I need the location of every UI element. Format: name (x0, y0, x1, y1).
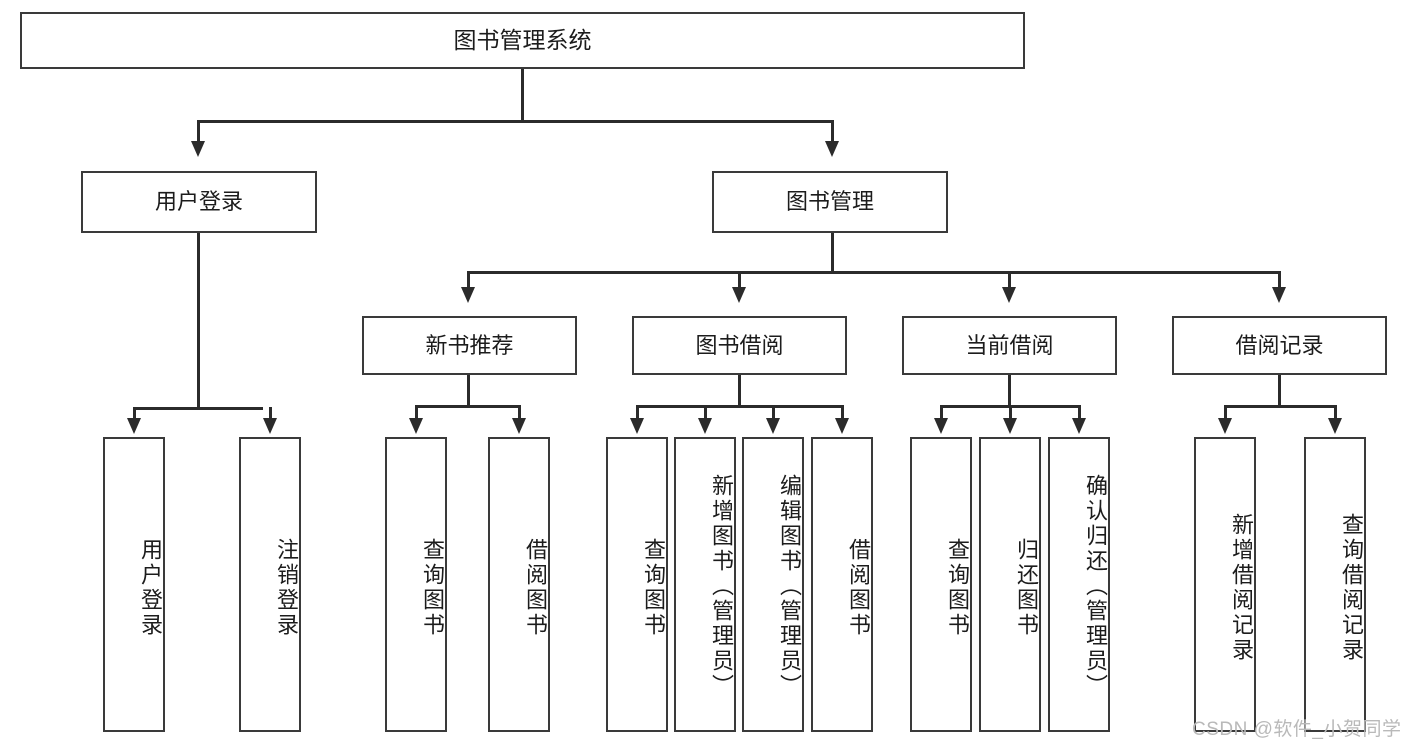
node-borrow-record[interactable]: 借阅记录 (1172, 316, 1387, 375)
connector-br-drop-2 (1334, 405, 1337, 420)
leaf-label: 借阅图书 (846, 537, 871, 638)
node-book-management[interactable]: 图书管理 (712, 171, 948, 233)
arrow-br-leaf-1 (1218, 418, 1232, 434)
connector-user-login-drop-1 (133, 407, 136, 420)
leaf-label: 借阅图书 (523, 537, 548, 638)
arrow-cb-leaf-1 (934, 418, 948, 434)
connector-new-book-recommend-bus (415, 405, 520, 408)
leaf-borrow-record-query-record[interactable]: 查询借阅记录 (1304, 437, 1366, 732)
leaf-label: 归还图书 (1014, 537, 1039, 638)
arrow-to-book-borrow (732, 287, 746, 303)
connector-to-borrow-record (1278, 271, 1281, 289)
arrow-cb-leaf-2 (1003, 418, 1017, 434)
connector-to-new-book-recommend (467, 271, 470, 289)
connector-root-to-book-management (831, 120, 834, 143)
connector-book-borrow-bus (636, 405, 843, 408)
leaf-label: 查询图书 (641, 537, 666, 638)
arrow-nbr-leaf-1 (409, 418, 423, 434)
connector-borrow-record-stem (1278, 375, 1281, 407)
arrow-bb-leaf-4 (835, 418, 849, 434)
leaf-label: 编辑图书（管理员） (777, 474, 802, 699)
arrow-to-new-book-recommend (461, 287, 475, 303)
connector-user-login-drop-2 (269, 407, 272, 420)
connector-bb-drop-1 (636, 405, 639, 420)
node-new-book-recommend[interactable]: 新书推荐 (362, 316, 577, 375)
node-label: 用户登录 (154, 189, 243, 215)
arrow-to-book-management (825, 141, 839, 157)
arrow-nbr-leaf-2 (512, 418, 526, 434)
leaf-book-borrow-borrow-book[interactable]: 借阅图书 (811, 437, 873, 732)
connector-root-to-user-login (197, 120, 200, 143)
arrow-cb-leaf-3 (1072, 418, 1086, 434)
leaf-new-book-borrow-book[interactable]: 借阅图书 (488, 437, 550, 732)
arrow-to-current-borrow (1002, 287, 1016, 303)
node-label: 图书管理 (785, 189, 874, 215)
connector-br-drop-1 (1224, 405, 1227, 420)
connector-cb-drop-2 (1009, 405, 1012, 420)
leaf-label: 注销登录 (274, 537, 299, 638)
leaf-label: 新增借阅记录 (1229, 512, 1254, 663)
leaf-label: 确认归还（管理员） (1083, 474, 1108, 699)
node-label: 当前借阅 (965, 332, 1054, 358)
leaf-current-borrow-return-book[interactable]: 归还图书 (979, 437, 1041, 732)
leaf-label: 查询图书 (945, 537, 970, 638)
arrow-br-leaf-2 (1328, 418, 1342, 434)
leaf-label: 查询借阅记录 (1339, 512, 1364, 663)
connector-bb-drop-2 (704, 405, 707, 420)
arrow-bb-leaf-1 (630, 418, 644, 434)
connector-nbr-drop-2 (518, 405, 521, 420)
leaf-new-book-query-book[interactable]: 查询图书 (385, 437, 447, 732)
leaf-user-login-logout[interactable]: 注销登录 (239, 437, 301, 732)
leaf-current-borrow-query-book[interactable]: 查询图书 (910, 437, 972, 732)
node-book-borrow[interactable]: 图书借阅 (632, 316, 847, 375)
connector-to-current-borrow (1008, 271, 1011, 289)
connector-cb-drop-3 (1078, 405, 1081, 420)
node-current-borrow[interactable]: 当前借阅 (902, 316, 1117, 375)
connector-user-login-stem (197, 233, 200, 409)
leaf-borrow-record-add-record[interactable]: 新增借阅记录 (1194, 437, 1256, 732)
connector-level3-bus (467, 271, 1280, 274)
connector-book-borrow-stem (738, 375, 741, 407)
connector-bb-drop-3 (772, 405, 775, 420)
node-label: 图书管理系统 (453, 26, 592, 53)
connector-user-login-bus (133, 407, 263, 410)
connector-new-book-recommend-stem (467, 375, 470, 407)
arrow-user-login-leaf-2 (263, 418, 277, 434)
connector-root-bus (197, 120, 834, 123)
node-label: 图书借阅 (695, 332, 784, 358)
connector-current-borrow-stem (1008, 375, 1011, 407)
leaf-label: 用户登录 (138, 537, 163, 638)
leaf-user-login-login[interactable]: 用户登录 (103, 437, 165, 732)
leaf-current-borrow-confirm-return-admin[interactable]: 确认归还（管理员） (1048, 437, 1110, 732)
connector-book-management-stem (831, 233, 834, 273)
connector-bb-drop-4 (841, 405, 844, 420)
leaf-book-borrow-query-book[interactable]: 查询图书 (606, 437, 668, 732)
node-root-book-management-system[interactable]: 图书管理系统 (20, 12, 1025, 69)
arrow-bb-leaf-2 (698, 418, 712, 434)
leaf-label: 查询图书 (420, 537, 445, 638)
connector-nbr-drop-1 (415, 405, 418, 420)
connector-to-book-borrow (738, 271, 741, 289)
node-label: 借阅记录 (1235, 332, 1324, 358)
node-label: 新书推荐 (425, 332, 514, 358)
node-user-login[interactable]: 用户登录 (81, 171, 317, 233)
connector-cb-drop-1 (940, 405, 943, 420)
arrow-to-user-login (191, 141, 205, 157)
connector-root-stem (521, 69, 524, 122)
leaf-label: 新增图书（管理员） (709, 474, 734, 699)
leaf-book-borrow-add-book-admin[interactable]: 新增图书（管理员） (674, 437, 736, 732)
connector-borrow-record-bus (1224, 405, 1336, 408)
leaf-book-borrow-edit-book-admin[interactable]: 编辑图书（管理员） (742, 437, 804, 732)
arrow-bb-leaf-3 (766, 418, 780, 434)
arrow-user-login-leaf-1 (127, 418, 141, 434)
arrow-to-borrow-record (1272, 287, 1286, 303)
